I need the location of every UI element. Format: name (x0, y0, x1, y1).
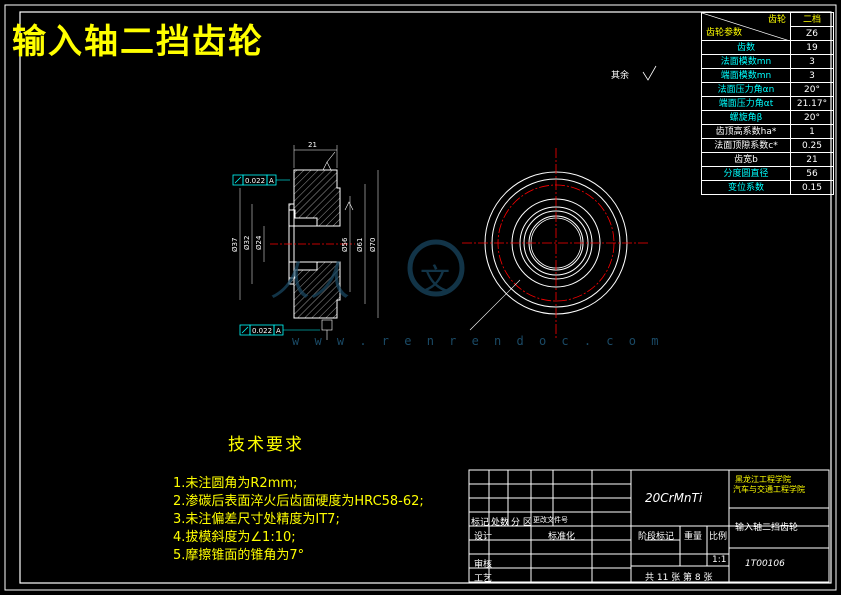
section-lower (288, 261, 341, 319)
title-block-label-ratio: 比例 (709, 532, 728, 542)
tech-requirement-item: 4.拔模斜度为∠1:10; (173, 530, 296, 545)
title-block-label-change: 更改文件号 (533, 516, 568, 524)
watermark-url: w w w . r e n r e n d o c . c o m (292, 334, 663, 348)
param-label: 变位系数 (701, 180, 791, 195)
title-block-drawing-no: 1T00106 (745, 559, 785, 569)
tech-requirement-item: 5.摩擦锥面的锥角为7° (173, 548, 305, 563)
param-label: 齿数 (701, 40, 791, 55)
svg-text:人人: 人人 (270, 259, 350, 305)
title-block-label-review: 审核 (474, 560, 493, 570)
param-header-row: 齿轮 齿轮参数 二档 (701, 12, 834, 41)
param-value: 21.17° (790, 96, 834, 111)
param-header-gear: 齿轮 (767, 15, 786, 25)
param-label: 法面模数mn (701, 54, 791, 69)
param-header-value: 二档 (790, 12, 834, 27)
title-block-frame (468, 469, 830, 583)
dim-d37: Ø37 (231, 238, 239, 252)
param-label: 端面压力角αt (701, 96, 791, 111)
title-block-sheet-info: 共 11 张 第 8 张 (645, 573, 713, 583)
tech-requirement-item: 3.未注偏差尺寸处精度为IT7; (173, 512, 340, 527)
param-header-params: 齿轮参数 (706, 28, 743, 38)
param-value: 56 (790, 166, 834, 181)
param-value: 19 (790, 40, 834, 55)
title-block-label-weight: 重量 (684, 532, 703, 542)
header-diagonal-line (702, 13, 787, 40)
inner-frame (19, 11, 832, 584)
svg-text:文: 文 (420, 263, 450, 298)
roughness-note: 其余 (611, 71, 630, 81)
title-block-label-stage: 阶段标记 (638, 532, 675, 542)
tolerance-lower-ref: A (276, 327, 281, 335)
roughness-symbol (642, 65, 657, 81)
dim-width: 21 (308, 141, 317, 149)
title-block-label-standard: 标准化 (548, 532, 576, 542)
title-block-label-mark: 标记 (471, 518, 490, 528)
param-value: 1 (790, 124, 834, 139)
param-label: 分度圆直径 (701, 166, 791, 181)
param-label: 螺旋角β (701, 110, 791, 125)
title-block-material: 20CrMnTi (645, 491, 703, 505)
section-view: 21 Ø37 Ø32 Ø24 Ø56 Ø61 Ø70 0.022 A (231, 141, 379, 340)
tech-requirements-heading: 技术要求 (228, 435, 304, 455)
tolerance-upper-value: 0.022 (245, 177, 265, 185)
dim-d32: Ø32 (243, 236, 251, 250)
param-value: 3 (790, 54, 834, 69)
title-block-school: 黑龙江工程学院 (735, 475, 791, 484)
section-upper (288, 169, 341, 227)
title-block-label-count: 处数 (491, 518, 510, 528)
title-block-part-name: 输入轴二挡齿轮 (735, 523, 799, 533)
title-block-label-design: 设计 (474, 532, 493, 542)
param-value: 21 (790, 152, 834, 167)
dim-d61: Ø61 (356, 238, 364, 252)
param-value: 0.15 (790, 180, 834, 195)
dim-d70: Ø70 (369, 238, 377, 252)
front-view (462, 148, 650, 338)
title-block-label-process: 工艺 (474, 574, 493, 584)
param-value: 20° (790, 82, 834, 97)
param-value: Z6 (790, 26, 834, 41)
dim-d56: Ø56 (341, 237, 349, 252)
param-label: 齿顶高系数ha* (701, 124, 791, 139)
param-value: 20° (790, 110, 834, 125)
watermark-logo: 人人 文 (270, 239, 465, 305)
param-value: 0.25 (790, 138, 834, 153)
tech-requirement-item: 2.渗碳后表面淬火后齿面硬度为HRC58-62; (173, 494, 424, 509)
tolerance-frame-upper: 0.022 A (232, 174, 290, 186)
tech-requirement-item: 1.未注圆角为R2mm; (173, 476, 298, 491)
param-label: 齿宽b (701, 152, 791, 167)
drawing-title: 输入轴二挡齿轮 (12, 22, 264, 62)
tolerance-lower-value: 0.022 (252, 327, 272, 335)
param-value: 3 (790, 68, 834, 83)
sheet-border (4, 4, 837, 591)
param-label: 法面压力角αn (701, 82, 791, 97)
title-block-scale: 1:1 (712, 555, 727, 565)
title-block-label-zone: 分 区 (511, 518, 532, 528)
title-block-dept: 汽车与交通工程学院 (733, 485, 805, 494)
param-header-diagonal: 齿轮 齿轮参数 (701, 12, 791, 41)
dim-d24: Ø24 (255, 235, 263, 250)
param-label: 端面模数mn (701, 68, 791, 83)
tolerance-upper-ref: A (269, 177, 274, 185)
param-label: 法面顶隙系数c* (701, 138, 791, 153)
tolerance-frame-lower: 0.022 A (239, 319, 333, 340)
